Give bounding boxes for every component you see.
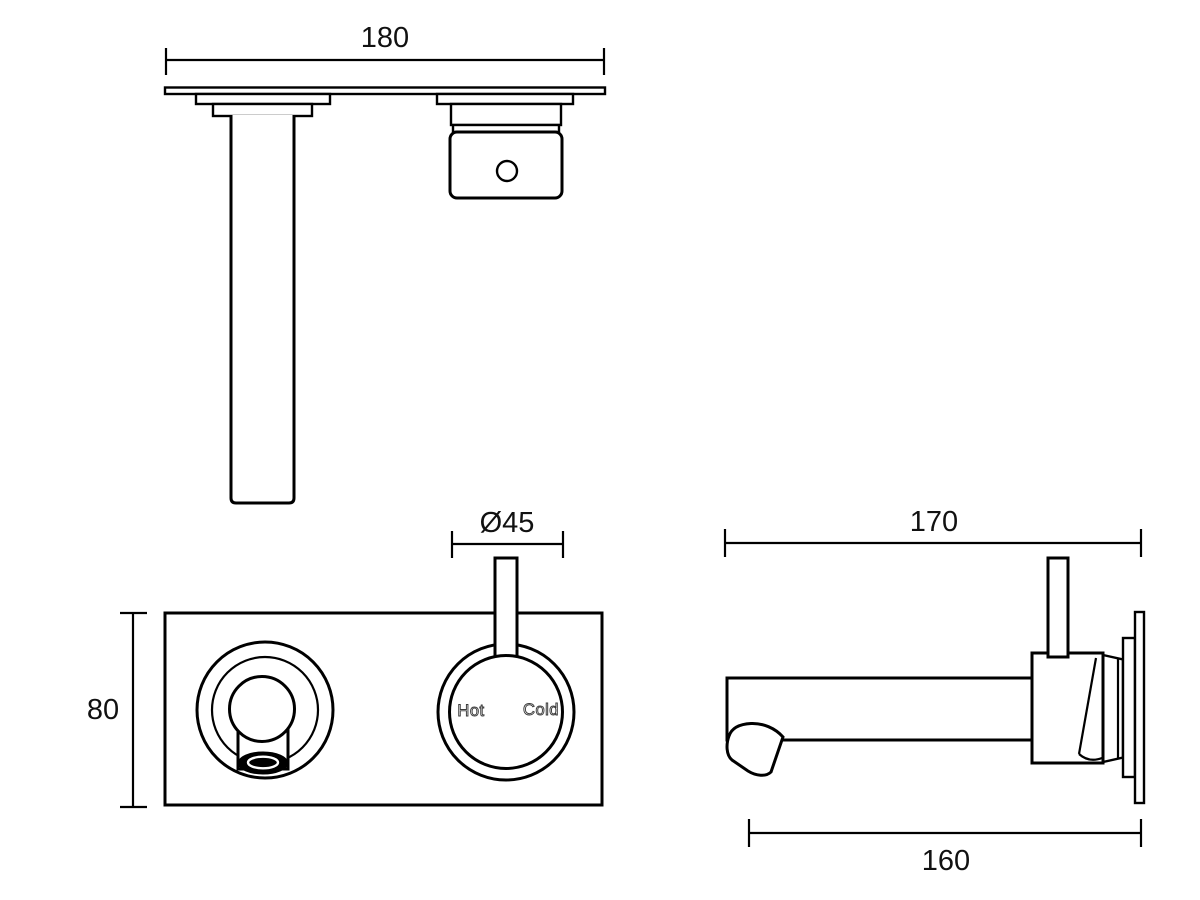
spout-ball-front-view (228, 675, 296, 743)
wall-plate-side-view (1133, 610, 1146, 805)
body-chamfer-curve (1078, 753, 1103, 761)
spout-flange-step-top-view (211, 102, 314, 118)
top-view: 180 (163, 22, 607, 505)
handle-flange-neck-top-view (449, 102, 563, 127)
body-chamfer-line (1077, 657, 1098, 755)
handle-screw-hole-icon (495, 159, 519, 183)
spout-column-top-view (229, 115, 296, 505)
handle-cone-side-view (1101, 653, 1125, 764)
wall-flange-side-view (1121, 636, 1137, 779)
handle-lever-side-view (1046, 556, 1070, 659)
spout-nozzle-side-view (725, 721, 785, 777)
spout-tube-side-view (725, 676, 1034, 742)
dim-label-top-width: 180 (361, 22, 409, 54)
handle-flange-lip-top-view (435, 92, 575, 106)
spout-flange-lip-top-view (194, 92, 332, 106)
cold-label: Cold (523, 701, 559, 719)
dim-label-side-projection: 170 (910, 506, 958, 538)
dim-label-handle-diameter: Ø45 (480, 507, 535, 539)
handle-face-front-view (448, 654, 564, 770)
dim-label-front-height: 80 (87, 694, 119, 726)
handle-lever-front-view (493, 556, 519, 660)
wall-plate-top-view (163, 86, 607, 96)
front-view: 80 Ø45 Hot Cold (87, 507, 604, 809)
spout-outlet-inner-ring (246, 755, 280, 770)
dim-label-spout-projection: 160 (922, 845, 970, 877)
hot-label: Hot (457, 702, 484, 720)
mixer-body-side-view (1030, 651, 1105, 765)
side-view: 170 160 (723, 506, 1146, 877)
